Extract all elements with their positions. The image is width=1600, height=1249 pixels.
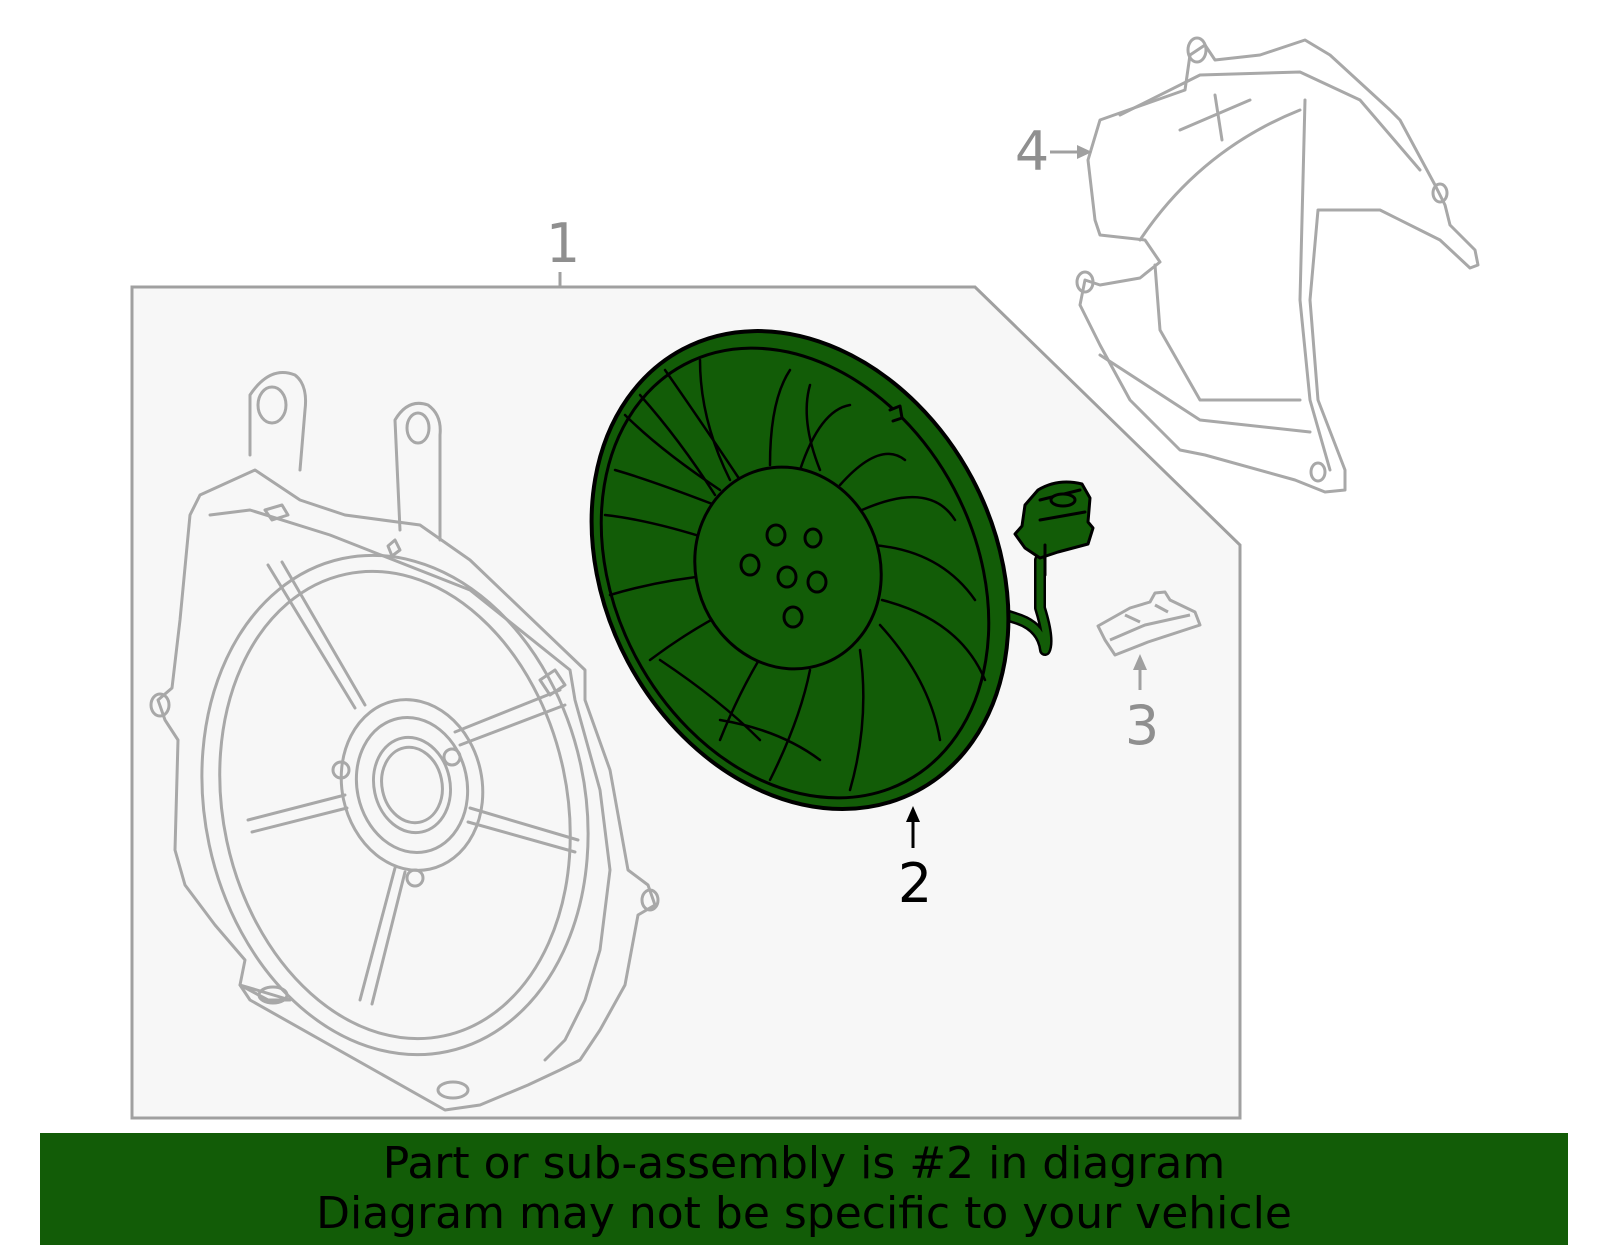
callout-1: 1 <box>546 212 580 275</box>
banner-line-part-reference: Part or sub-assembly is #2 in diagram <box>382 1138 1226 1189</box>
fan-shroud <box>149 371 660 1112</box>
callout-4: 4 <box>1015 120 1049 183</box>
callout-2-arrowhead <box>906 806 920 822</box>
fan-motor-assembly <box>589 329 1095 811</box>
callout-4-arrowhead <box>1077 145 1092 159</box>
callout-2: 2 <box>898 852 932 915</box>
bracket <box>1096 590 1202 657</box>
callout-3: 3 <box>1125 694 1159 757</box>
info-banner: Part or sub-assembly is #2 in diagram Di… <box>40 1133 1568 1245</box>
banner-line-disclaimer: Diagram may not be specific to your vehi… <box>316 1188 1292 1239</box>
air-deflector <box>1075 36 1480 494</box>
callout-3-arrowhead <box>1133 654 1147 670</box>
